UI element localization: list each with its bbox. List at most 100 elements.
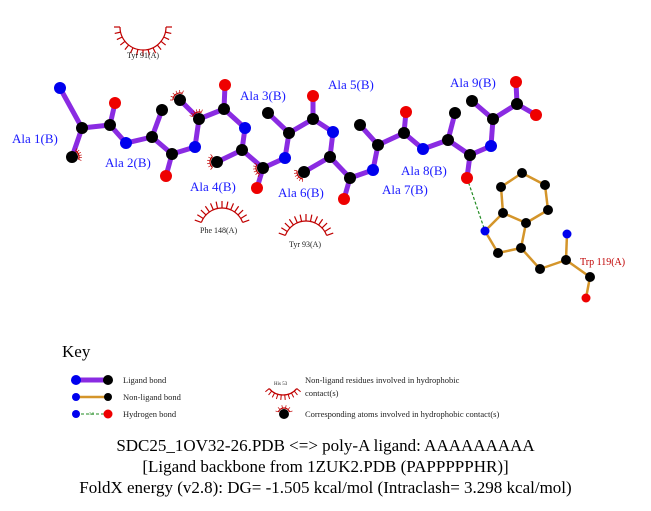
residue-label-trp119: Trp 119(A) xyxy=(580,257,625,268)
oxygen-atom xyxy=(251,182,263,194)
carbon-atom xyxy=(236,144,248,156)
key-sample-residue: His 53 xyxy=(274,382,288,387)
residue-label-ala9: Ala 9(B) xyxy=(450,75,496,90)
key-n-atom xyxy=(71,375,81,385)
residue-label-ala6: Ala 6(B) xyxy=(278,185,324,200)
oxygen-atom xyxy=(581,293,591,303)
residue-label-ala4: Ala 4(B) xyxy=(190,179,236,194)
carbon-atom xyxy=(535,264,545,274)
nitrogen-atom xyxy=(120,137,132,149)
key-title: Key xyxy=(62,342,91,361)
carbon-atom xyxy=(561,255,571,265)
carbon-atom xyxy=(324,151,336,163)
carbon-atom xyxy=(372,139,384,151)
nitrogen-atom xyxy=(327,126,339,138)
carbon-atom xyxy=(262,107,274,119)
key-n-atom xyxy=(72,410,80,418)
residue-label-ala8: Ala 8(B) xyxy=(401,163,447,178)
key-hbond-label: Hydrogen bond xyxy=(123,409,177,419)
carbon-atom xyxy=(344,172,356,184)
residue-label-ala7: Ala 7(B) xyxy=(382,182,428,197)
carbon-atom xyxy=(449,107,461,119)
key-corresponding-atoms-label: Corresponding atoms involved in hydropho… xyxy=(305,409,499,419)
carbon-atom xyxy=(211,156,223,168)
carbon-atom xyxy=(307,113,319,125)
caption-line-3: FoldX energy (v2.8): DG= -1.505 kcal/mol… xyxy=(79,478,572,497)
hydrophobic-label-tyr91: Tyr 91(A) xyxy=(127,51,159,60)
oxygen-atom xyxy=(160,170,172,182)
carbon-atom xyxy=(354,119,366,131)
hydrophobic-contact-atom-spikes xyxy=(189,108,203,117)
key-nonligand-bond-label: Non-ligand bond xyxy=(123,392,182,402)
carbon-atom xyxy=(166,148,178,160)
carbon-atom xyxy=(516,243,526,253)
residue-label-ala2: Ala 2(B) xyxy=(105,155,151,170)
hydrophobic-contact-atom-spikes xyxy=(294,169,304,182)
carbon-atom xyxy=(283,127,295,139)
nitrogen-atom xyxy=(279,152,291,164)
carbon-atom xyxy=(218,103,230,115)
oxygen-atom xyxy=(530,109,542,121)
carbon-atom xyxy=(496,182,506,192)
key-hbond-distance: 3.0 xyxy=(89,411,94,416)
key-hydrophobic-atom xyxy=(279,409,289,419)
residue-label-ala5: Ala 5(B) xyxy=(328,77,374,92)
nitrogen-atom xyxy=(54,82,66,94)
key-nonligand-residues-label: Non-ligand residues involved in hydropho… xyxy=(305,375,460,385)
carbon-atom xyxy=(76,122,88,134)
ligand-bond xyxy=(57,86,85,130)
oxygen-atom xyxy=(109,97,121,109)
key-nonligand-residues-label-2: contact(s) xyxy=(305,388,339,398)
oxygen-atom xyxy=(510,76,522,88)
hydrophobic-contact-atom-spikes xyxy=(207,154,213,170)
oxygen-atom xyxy=(307,90,319,102)
carbon-atom xyxy=(66,151,78,163)
nitrogen-atom xyxy=(189,141,201,153)
nitrogen-atom xyxy=(417,143,429,155)
carbon-atom xyxy=(543,205,553,215)
key-o-atom xyxy=(103,409,113,419)
key-c-atom xyxy=(104,393,112,401)
hydrophobic-arc-tyr91 xyxy=(114,26,172,56)
nitrogen-atom xyxy=(485,140,497,152)
key-c-atom xyxy=(103,375,113,385)
key-legend: Ligand bond Non-ligand bond 3.0 Hydrogen… xyxy=(71,375,499,419)
carbon-atom xyxy=(487,113,499,125)
key-hydrophobic-atom-icon xyxy=(275,405,293,419)
carbon-atom xyxy=(104,119,116,131)
oxygen-atom xyxy=(219,79,231,91)
residue-label-ala1: Ala 1(B) xyxy=(12,131,58,146)
oxygen-atom xyxy=(338,193,350,205)
key-atom-spikes xyxy=(275,405,293,413)
carbon-atom xyxy=(493,248,503,258)
oxygen-atom xyxy=(461,172,473,184)
carbon-atom xyxy=(398,127,410,139)
carbon-atom xyxy=(156,104,168,116)
carbon-atom xyxy=(257,162,269,174)
oxygen-atom xyxy=(400,106,412,118)
carbon-atom xyxy=(521,218,531,228)
key-hydrophobic-arc-icon xyxy=(265,388,301,400)
carbon-atom xyxy=(585,272,595,282)
caption-line-2: [Ligand backbone from 1ZUK2.PDB (PAPPPPP… xyxy=(142,457,509,476)
hydrophobic-contact-atom-spikes xyxy=(253,162,260,177)
nitrogen-atom xyxy=(367,164,379,176)
nitrogen-atom xyxy=(562,229,572,239)
key-arc-spikes xyxy=(265,388,301,400)
caption-line-1: SDC25_1OV32-26.PDB <=> poly-A ligand: AA… xyxy=(116,436,535,455)
carbon-atom xyxy=(298,166,310,178)
nitrogen-atom xyxy=(480,226,490,236)
carbon-atom xyxy=(174,94,186,106)
carbon-atom xyxy=(193,113,205,125)
hydrophobic-contact-atom-spikes xyxy=(75,148,83,161)
key-ligand-bond-label: Ligand bond xyxy=(123,375,167,385)
carbon-atom xyxy=(511,98,523,110)
hydrophobic-contact-atom-spikes xyxy=(170,89,184,101)
hydrophobic-arc-phe148 xyxy=(194,201,250,224)
carbon-atom xyxy=(517,168,527,178)
carbon-atom xyxy=(442,134,454,146)
carbon-atom xyxy=(466,95,478,107)
key-n-atom xyxy=(72,393,80,401)
hydrophobic-label-tyr93: Tyr 93(A) xyxy=(289,240,321,249)
